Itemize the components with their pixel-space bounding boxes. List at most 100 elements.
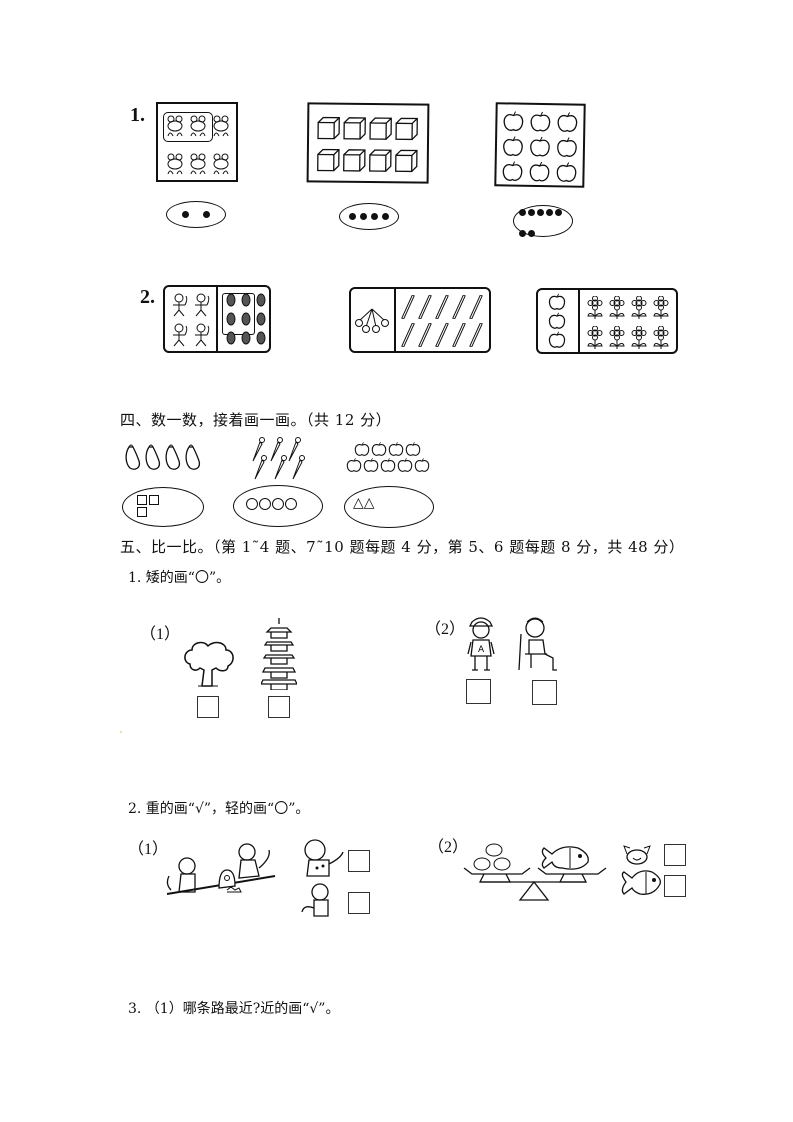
circle-shape xyxy=(285,498,297,510)
dot xyxy=(518,209,526,216)
cube-icon xyxy=(369,149,392,172)
cube-icon xyxy=(317,148,340,172)
dot-oval-frogs xyxy=(166,201,226,228)
circle-shape xyxy=(272,498,284,510)
flower-icon xyxy=(587,326,603,349)
apple-icon xyxy=(557,137,577,157)
seesaw-tigers-icon xyxy=(166,843,276,895)
dot-oval-apples xyxy=(513,205,573,237)
peanut-icon xyxy=(241,312,251,326)
carrot-icon xyxy=(254,455,267,480)
answer-box-crab[interactable] xyxy=(664,844,686,866)
standing-boy-icon: A xyxy=(467,617,495,671)
peanut-icon xyxy=(241,331,251,345)
cube-icon xyxy=(343,117,366,140)
tree-icon xyxy=(184,641,234,687)
apple-icon xyxy=(557,112,578,132)
monkey-icon xyxy=(173,293,188,317)
dot xyxy=(182,211,189,218)
flower-icon xyxy=(609,326,625,349)
monkey-icon xyxy=(195,293,210,317)
stick-icon xyxy=(435,295,449,319)
peanut-icon xyxy=(256,293,266,307)
section-4-heading: 四、数一数，接着画一画。（共 12 分） xyxy=(120,411,392,429)
stick-icon xyxy=(418,323,432,347)
cherry-stick-frame xyxy=(349,287,491,353)
carrot-group xyxy=(251,437,311,487)
cube-icon xyxy=(369,117,392,140)
part-label-2: （2） xyxy=(428,839,469,856)
apple-picture-frame xyxy=(494,102,586,188)
q1-prompt: 1. 矮的画“〇”。 xyxy=(128,570,231,586)
peanut-icon xyxy=(256,331,266,345)
apple-icon xyxy=(363,458,379,472)
apple-icon xyxy=(380,458,396,472)
section-5-heading: 五、比一比。（第 1˜4 题、7˜10 题每题 4 分，第 5、6 题每题 8 … xyxy=(120,538,685,556)
dot xyxy=(536,209,544,216)
flower-icon xyxy=(631,296,647,319)
frog-icon xyxy=(167,115,183,137)
answer-box-tree[interactable] xyxy=(197,696,219,718)
frog-icon xyxy=(190,153,206,175)
flower-icon xyxy=(587,296,603,319)
answer-box-pagoda[interactable] xyxy=(268,696,290,718)
apple-icon xyxy=(354,442,370,456)
apple-icon xyxy=(530,111,551,132)
dot xyxy=(349,213,356,220)
carrot-icon xyxy=(288,437,301,462)
apple-icon xyxy=(503,136,523,156)
answer-oval-carrots[interactable] xyxy=(233,485,323,527)
fish-icon xyxy=(621,870,661,895)
dot xyxy=(527,209,535,216)
circled-group xyxy=(163,112,213,142)
answer-oval-eggplants[interactable] xyxy=(122,487,204,527)
carrot-icon xyxy=(292,455,305,480)
apple-icon xyxy=(548,312,566,329)
eggplant-icon xyxy=(185,444,201,470)
apple-flower-frame xyxy=(536,288,678,354)
square-shape xyxy=(149,495,159,505)
apple-icon xyxy=(405,442,421,456)
part-label-1: （1） xyxy=(140,626,181,643)
dot xyxy=(527,230,535,237)
apple-icon xyxy=(414,458,430,472)
answer-box-big-tiger[interactable] xyxy=(348,850,370,872)
apple-icon xyxy=(548,331,566,348)
monkey-icon xyxy=(173,323,188,347)
apple-icon xyxy=(503,111,524,131)
answer-box-small-tiger[interactable] xyxy=(348,892,370,914)
stick-icon xyxy=(469,295,483,319)
big-tiger-icon xyxy=(304,839,344,877)
answer-box-fish[interactable] xyxy=(664,875,686,897)
peanut-icon xyxy=(256,312,266,326)
eggplant-group xyxy=(124,443,202,471)
part-label-1: （1） xyxy=(128,841,169,858)
monkey-peanut-frame xyxy=(163,285,271,353)
dot xyxy=(360,213,367,220)
answer-box-boy[interactable] xyxy=(466,679,491,704)
eggplant-icon xyxy=(125,444,141,470)
apple-icon xyxy=(529,161,550,182)
dot xyxy=(371,213,378,220)
question-number-1: 1. xyxy=(130,104,145,126)
frog-picture-frame xyxy=(156,102,238,182)
flower-icon xyxy=(609,296,625,319)
question-number-2: 2. xyxy=(140,286,155,308)
sitting-girl-icon xyxy=(518,617,557,671)
dot xyxy=(382,213,389,220)
flower-icon xyxy=(653,326,669,349)
frog-icon xyxy=(213,153,229,175)
stick-icon xyxy=(469,323,483,347)
balance-crabs-fish-icon xyxy=(463,843,607,901)
dot xyxy=(545,209,553,216)
square-shape xyxy=(137,495,147,505)
circle-shape xyxy=(246,498,258,510)
answer-oval-apples[interactable]: △△ xyxy=(344,486,434,528)
cube-icon xyxy=(395,117,418,141)
answer-box-girl[interactable] xyxy=(532,680,557,705)
dot-oval-cubes xyxy=(339,203,399,230)
dot xyxy=(203,211,210,218)
apple-icon xyxy=(397,458,413,472)
square-shape xyxy=(137,507,147,517)
flower-icon xyxy=(653,296,669,319)
